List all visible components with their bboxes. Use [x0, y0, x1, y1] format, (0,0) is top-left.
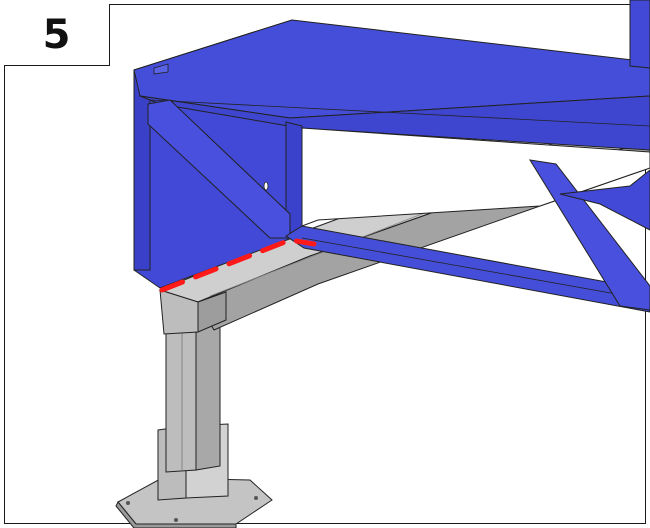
beam-end-block	[159, 289, 227, 335]
bolt-hole-icon	[126, 501, 130, 505]
step-number-box: 5	[4, 4, 110, 66]
blue-frame	[133, 0, 650, 313]
bolt-hole-icon	[174, 518, 178, 522]
weld-marker-icon	[159, 237, 317, 293]
bolt-hole-icon	[254, 496, 258, 500]
step-number: 5	[42, 11, 71, 58]
mounting-hole-icon	[263, 181, 269, 191]
leg-inner-tube	[165, 317, 221, 473]
